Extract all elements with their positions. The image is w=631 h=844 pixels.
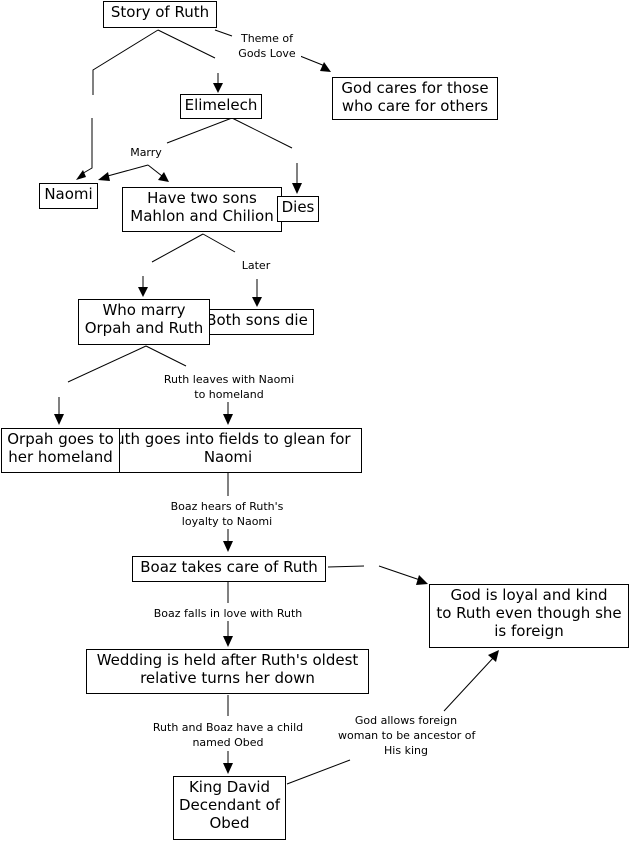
node-text: Decendant of <box>178 796 281 814</box>
link-label-text: woman to be ancestor of <box>338 729 476 742</box>
link-label-text: Theme of <box>240 32 294 45</box>
arrowhead-godloyal-2 <box>488 650 499 662</box>
connector-story-theme <box>214 29 233 37</box>
connector-whomarry-orpah <box>67 345 147 383</box>
connector-marry-sons <box>147 164 163 177</box>
link-label-text: His king <box>384 744 428 757</box>
arrowhead-dies <box>292 183 302 194</box>
node-naomi: Naomi <box>39 183 98 209</box>
node-glean: Ruth goes into fields to glean for Naomi <box>94 428 362 473</box>
link-label-text: Ruth leaves with Naomi <box>163 373 295 386</box>
connector-marry-naomi <box>103 164 149 178</box>
node-text: Wedding is held after Ruth's oldest <box>96 651 359 669</box>
node-text: Have two sons <box>147 189 257 207</box>
connector-story-elimelech <box>157 29 216 59</box>
arrowhead-orpah <box>54 414 64 425</box>
arrowhead-wedding <box>223 636 233 647</box>
node-text: Boaz takes care of Ruth <box>140 558 318 576</box>
connector-sons-later <box>202 233 236 253</box>
link-label-text: Marry <box>130 146 162 159</box>
node-text: who care for others <box>341 97 489 115</box>
node-text: relative turns her down <box>140 669 315 687</box>
node-god-cares: God cares for those who care for others <box>332 77 498 120</box>
connector-sons-whomarry <box>151 233 204 263</box>
arrowhead-sons <box>158 172 169 182</box>
link-label-text: Later <box>241 259 271 272</box>
connector-whomarry-leaves <box>145 345 187 367</box>
node-two-sons: Have two sons Mahlon and Chilion <box>122 187 282 232</box>
node-text: Orpah goes to <box>7 430 114 448</box>
link-label-marry: Marry <box>125 145 167 160</box>
link-label-text: named Obed <box>192 736 264 749</box>
link-label-child: Ruth and Boaz have a child named Obed <box>143 720 313 750</box>
arrowhead-marry-naomi <box>98 172 110 181</box>
node-text: King David <box>188 778 271 796</box>
node-text: God cares for those <box>341 79 489 97</box>
link-label-text: Boaz hears of Ruth's <box>170 500 284 513</box>
arrowhead-david <box>223 763 233 774</box>
connector-theme-godcares <box>299 55 326 67</box>
connector-boazcare-godloyal <box>327 565 365 568</box>
connector-david-allows <box>286 759 351 785</box>
link-label-hears: Boaz hears of Ruth's loyalty to Naomi <box>161 499 293 529</box>
node-king-david: King David Decendant of Obed <box>173 776 286 840</box>
node-text: Naomi <box>203 448 253 466</box>
link-label-text: Ruth and Boaz have a child <box>152 721 304 734</box>
node-both-sons-die: Both sons die <box>200 309 314 335</box>
arrowhead-bothdie <box>252 297 262 307</box>
node-orpah: Orpah goes to her homeland <box>1 428 120 473</box>
connector-story-naomi-lower <box>79 118 93 176</box>
connector-elimelech-dies <box>231 117 293 149</box>
arrowhead-elimelech <box>213 83 223 93</box>
arrowhead-whomarry <box>138 287 148 297</box>
link-label-allows: God allows foreign woman to be ancestor … <box>338 713 476 758</box>
node-story-of-ruth: Story of Ruth <box>103 1 217 28</box>
node-text: Ruth goes into fields to glean for <box>105 430 351 448</box>
arrowhead-naomi <box>76 170 86 180</box>
node-text: her homeland <box>8 448 113 466</box>
link-label-leaves: Ruth leaves with Naomi to homeland <box>154 372 304 402</box>
arrowhead-glean <box>223 414 233 425</box>
node-text: Elimelech <box>184 96 258 114</box>
link-label-text: Gods Love <box>238 47 296 60</box>
arrowhead-boazcare <box>223 541 233 552</box>
link-label-text: God allows foreign <box>354 714 458 727</box>
node-text: Obed <box>209 814 250 832</box>
node-text: Mahlon and Chilion <box>130 207 274 225</box>
link-label-text: Boaz falls in love with Ruth <box>153 607 303 620</box>
node-elimelech: Elimelech <box>180 94 262 119</box>
connector-story-naomi <box>92 29 159 95</box>
node-text: Naomi <box>44 185 93 203</box>
node-text: to Ruth even though she <box>436 604 622 622</box>
connector-elimelech-marry <box>166 117 233 144</box>
link-label-later: Later <box>238 258 274 273</box>
node-text: Who marry <box>102 301 186 319</box>
link-label-falls: Boaz falls in love with Ruth <box>143 606 313 621</box>
arrowhead-godcares <box>320 62 331 72</box>
node-text: Dies <box>281 198 315 216</box>
arrowhead-godloyal <box>416 575 428 585</box>
node-text: God is loyal and kind <box>450 586 608 604</box>
node-text: is foreign <box>494 622 564 640</box>
node-dies: Dies <box>277 196 319 222</box>
node-boaz-takes-care: Boaz takes care of Ruth <box>132 556 326 582</box>
link-label-text: loyalty to Naomi <box>181 515 273 528</box>
node-text: Both sons die <box>206 311 308 329</box>
node-god-loyal: God is loyal and kind to Ruth even thoug… <box>429 584 629 648</box>
link-label-text: to homeland <box>194 388 264 401</box>
node-text: Story of Ruth <box>110 3 210 21</box>
node-text: Orpah and Ruth <box>84 319 204 337</box>
node-who-marry: Who marry Orpah and Ruth <box>78 299 210 345</box>
node-wedding: Wedding is held after Ruth's oldest rela… <box>86 649 369 694</box>
link-label-theme: Theme of Gods Love <box>233 31 301 61</box>
